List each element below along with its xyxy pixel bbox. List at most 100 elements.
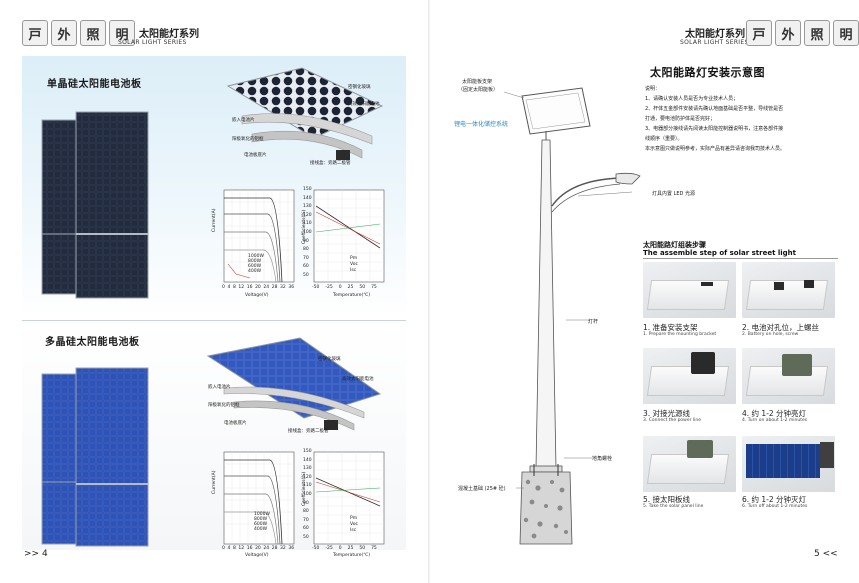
- x-tick: 4: [227, 546, 231, 551]
- x-tick: 20: [255, 546, 261, 551]
- legend-entry: Isc: [350, 268, 357, 273]
- x-tick: 50: [359, 285, 366, 290]
- seal-char: 戸: [22, 20, 48, 46]
- x-tick: -50: [312, 546, 320, 551]
- y-tick: 80: [303, 247, 309, 253]
- poly-iv-xlabel: Voltage(V): [245, 553, 269, 558]
- legend-entry: 1000W: [248, 254, 264, 259]
- notes-line: 线顺序（重要）。: [645, 136, 683, 142]
- y-tick: 130: [303, 204, 312, 210]
- y-tick: 140: [303, 195, 312, 201]
- poly-exploded-diagram: [206, 337, 382, 431]
- x-tick: 0: [222, 546, 225, 551]
- callout-panel-bracket: 太阳能板支架: [462, 79, 493, 85]
- poly-iv-xticks: 0 4 8 12 16 20 24 28 32 36: [222, 546, 294, 551]
- mono-iv-ylabel: Current(A): [212, 208, 217, 233]
- assembly-title: 太阳能路灯组装步骤: [643, 241, 706, 249]
- x-tick: 12: [238, 285, 245, 290]
- y-tick: 60: [303, 264, 309, 270]
- y-tick: 130: [303, 466, 312, 472]
- poly-temp-chart: [313, 451, 385, 545]
- book-spine: [428, 0, 430, 583]
- poly-temp-legend: Pm Voc Isc: [350, 516, 358, 534]
- led-lamp-head: [691, 352, 715, 374]
- mono-temp-xticks: -50 -25 0 25 50 75: [312, 285, 377, 290]
- x-tick: 20: [255, 285, 261, 290]
- diagram-label-backsheet: 电池板底片: [244, 153, 267, 158]
- x-tick: 32: [280, 546, 286, 551]
- legend-entry: Pm: [350, 516, 358, 521]
- x-tick: 25: [347, 285, 354, 290]
- legend-entry: 400W: [248, 269, 262, 274]
- diagram-label-glass: 密钢化玻璃: [348, 85, 371, 90]
- x-tick: -25: [325, 546, 333, 551]
- notes-line: 1、请确认安装人员是否为专业技术人员；: [645, 96, 739, 102]
- seal-char: 照: [804, 20, 830, 46]
- x-tick: -50: [312, 285, 320, 290]
- screw-bracket: [774, 282, 784, 290]
- x-tick: 36: [288, 546, 295, 551]
- assembly-subtitle: The assemble step of solar street light: [643, 249, 797, 257]
- mono-temp-chart: [313, 189, 385, 283]
- mono-exploded-diagram: [226, 67, 384, 160]
- seal-char: 戸: [746, 20, 772, 46]
- battery-housing: [646, 454, 730, 484]
- x-tick: 75: [371, 546, 377, 551]
- legend-entry: Pm: [350, 256, 358, 261]
- step-caption-en: 4. Turn on about 1-2 minutes: [742, 418, 808, 423]
- mono-temp-yticks: 150 140 130 120 110 100 90 80 70 60 50: [303, 186, 312, 281]
- seal-char: 外: [775, 20, 801, 46]
- right-seal-row: 戸 外 照 明: [746, 20, 859, 46]
- led-lamp-head: [687, 440, 713, 458]
- step-caption: 6. 约 1-2 分钟灭灯: [742, 495, 807, 504]
- street-light-illustration: [503, 87, 641, 545]
- diagram-label-eva: 嵌入电池片: [232, 118, 255, 123]
- y-tick: 50: [303, 272, 309, 278]
- poly-temp-yticks: 150 140 130 120 110 100 90 80 70 60 50: [303, 448, 312, 543]
- callout-battery-system: 锂电一体化储控系统: [454, 121, 509, 128]
- step-photo-2: [742, 262, 835, 318]
- x-tick: 0: [338, 546, 342, 551]
- series-subtitle: SOLAR LIGHT SERIES: [118, 39, 187, 46]
- legend-entry: 600W: [248, 264, 262, 269]
- x-tick: 28: [271, 285, 278, 290]
- y-tick: 90: [303, 238, 309, 244]
- x-tick: 32: [280, 285, 286, 290]
- step-caption-en: 2. Battery on hole, screw: [742, 332, 799, 337]
- legend-entry: Voc: [350, 262, 358, 267]
- mono-temp-legend: Pm Voc Isc: [350, 256, 358, 274]
- x-tick: 75: [371, 285, 377, 290]
- callout-lamp: 灯具内置 LED 光源: [652, 191, 695, 197]
- x-tick: 8: [232, 285, 236, 290]
- x-tick: 25: [347, 546, 354, 551]
- led-lamp-head: [782, 354, 812, 376]
- poly-temp-xticks: -50 -25 0 25 50 75: [312, 546, 377, 551]
- battery-housing: [745, 280, 829, 310]
- diagram-label-frame: 阳极氧化的铝框: [232, 137, 264, 142]
- notes-line: 本示意图只做说明参考，实际产品有差异请咨询我司技术人员。: [645, 146, 786, 152]
- y-tick: 110: [303, 221, 312, 227]
- install-notes: 说明： 1、请确认安装人员是否为专业技术人员； 2、杆体五金部件安装请先确认地面…: [645, 84, 835, 154]
- install-diagram-title: 太阳能路灯安装示意图: [650, 66, 765, 79]
- battery-housing: [646, 280, 730, 310]
- y-tick: 70: [303, 255, 309, 261]
- y-tick: 60: [303, 526, 309, 532]
- y-tick: 110: [303, 483, 312, 489]
- left-seal-row: 戸 外 照 明: [22, 20, 135, 46]
- x-tick: 0: [222, 285, 225, 290]
- left-page: 戸 外 照 明 太阳能灯系列 SOLAR LIGHT SERIES 单晶硅太阳能…: [0, 0, 429, 583]
- legend-entry: 800W: [248, 259, 262, 264]
- legend-entry: 400W: [254, 527, 268, 532]
- step-caption: 4. 约 1-2 分钟亮灯: [742, 409, 807, 418]
- x-tick: 16: [246, 285, 253, 290]
- step-caption-en: 5. Take the solar panel line: [643, 504, 704, 509]
- step-caption: 2. 电池对孔位，上螺丝: [742, 323, 820, 332]
- y-tick: 140: [303, 457, 312, 463]
- step-photo-1: [643, 262, 736, 318]
- series-title: 太阳能灯系列: [685, 29, 745, 40]
- section-divider: [22, 320, 406, 321]
- notes-line: 3、电器部分接线请先阅读太阳能控制器说明书，注意各部件接: [645, 126, 784, 132]
- y-tick: 90: [303, 500, 309, 506]
- legend-entry: 600W: [254, 522, 268, 527]
- diagram-label-backsheet: 电池板底片: [224, 421, 247, 426]
